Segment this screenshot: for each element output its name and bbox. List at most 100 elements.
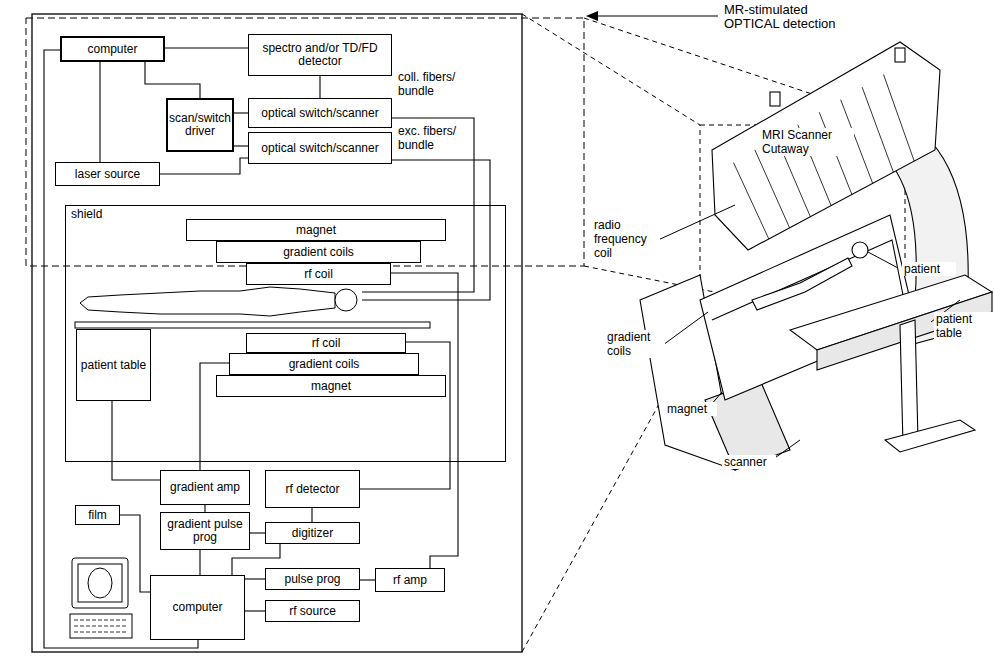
magnet-box: magnet (186, 219, 446, 241)
keyboard (70, 614, 132, 638)
key-row (74, 632, 128, 633)
scanner-lid (712, 42, 940, 250)
winding (884, 75, 915, 162)
title-label: MRI Scanner Cutaway (760, 128, 854, 156)
box-text: gradient coils (283, 246, 354, 259)
connector (234, 112, 248, 113)
patient-head (852, 242, 868, 258)
monitor (72, 558, 128, 608)
laser-box: laser source (55, 162, 160, 186)
source-box: rf source (265, 600, 360, 622)
workstation-icon (70, 558, 132, 638)
connector (145, 62, 200, 98)
coil-box: gradient coils (216, 241, 421, 263)
computer-box: computer (60, 36, 165, 62)
part-label: magnet (665, 402, 717, 416)
box-text: laser source (75, 168, 140, 181)
box-text: digitizer (292, 527, 333, 540)
box-text: rf coil (312, 337, 341, 350)
connector (120, 515, 150, 592)
table-foot (885, 420, 975, 452)
magnet-box: magnet (216, 375, 446, 397)
part-label: patient table (934, 312, 993, 340)
connector (250, 532, 265, 533)
box-text: rf source (289, 605, 336, 618)
winding (862, 87, 893, 172)
leader-lines (658, 205, 960, 460)
diagram-frame (32, 14, 522, 652)
box-text: spectro and/or TD/FD detector (252, 42, 388, 68)
box-text: computer (172, 601, 222, 614)
part-label: patient (902, 262, 956, 276)
digitizer-box: digitizer (265, 522, 360, 544)
detector-box: rf detector (265, 470, 360, 508)
connector (165, 47, 248, 48)
fiber-label: exc. fibers/ bundle (396, 124, 472, 152)
detector-box: spectro and/or TD/FD detector (248, 34, 392, 76)
table-box: patient table (76, 329, 151, 401)
screen-image (88, 568, 112, 598)
patient-figure (75, 287, 430, 328)
box-text: rf detector (285, 483, 339, 496)
box-text: computer (87, 43, 137, 56)
box-text: scan/switch driver (169, 112, 231, 138)
patient-body (752, 258, 852, 310)
connector (311, 508, 312, 522)
film-box: film (75, 505, 120, 525)
coil-box: gradient coils (229, 353, 419, 375)
box-text: magnet (311, 380, 351, 393)
arrow-head (586, 11, 598, 21)
leader-line (868, 252, 898, 268)
callout-label: MR-stimulated OPTICAL detection (722, 3, 866, 31)
box-text: patient table (81, 359, 146, 372)
box-text: optical switch/scanner (261, 142, 378, 155)
zoom-line (522, 14, 700, 125)
computer-box: computer (150, 575, 245, 640)
part-label: radio frequency coil (592, 218, 660, 260)
switch-box: optical switch/scanner (248, 98, 392, 128)
optical-region (26, 18, 584, 266)
connector (204, 505, 205, 512)
amplifier-box: rf amp (375, 568, 445, 592)
box-text: magnet (296, 224, 336, 237)
rf-coil-box: rf coil (246, 263, 391, 285)
connector (112, 401, 160, 480)
part-label: gradient coils (605, 330, 665, 358)
rf-coil-box: rf coil (246, 333, 406, 353)
coil-windings (733, 75, 914, 239)
patient-head (335, 289, 357, 311)
screen (78, 564, 122, 602)
connector (391, 273, 458, 568)
part-label: scanner (722, 455, 776, 469)
box-text: gradient pulse prog (164, 518, 246, 544)
driver-box: scan/switch driver (166, 98, 234, 152)
connector (245, 610, 265, 611)
box-text: pulse prog (284, 573, 340, 586)
shield-region: shield magnet gradient coils rf coil patient… (65, 205, 506, 462)
connector (360, 579, 375, 580)
winding (733, 162, 768, 238)
leader-line (658, 205, 735, 240)
connector (199, 550, 200, 575)
lid-knob (895, 48, 905, 62)
switch-box: optical switch/scanner (248, 132, 392, 164)
box-text: shield (71, 208, 102, 221)
leader-line (596, 15, 718, 16)
leader-line (663, 312, 708, 345)
box-text: film (88, 509, 107, 522)
lid-knob (770, 92, 780, 106)
keys (74, 620, 128, 632)
program-box: gradient pulse prog (160, 512, 250, 550)
leader-line (772, 440, 800, 460)
table-leg (900, 320, 918, 445)
connector (160, 158, 248, 174)
box-text: rf coil (304, 268, 333, 281)
mri-scanner (640, 42, 992, 470)
connector (319, 76, 320, 98)
program-box: pulse prog (265, 568, 360, 590)
box-text: gradient amp (170, 481, 240, 494)
box-text: rf amp (393, 574, 427, 587)
connector (245, 578, 265, 579)
amplifier-box: gradient amp (160, 470, 250, 505)
